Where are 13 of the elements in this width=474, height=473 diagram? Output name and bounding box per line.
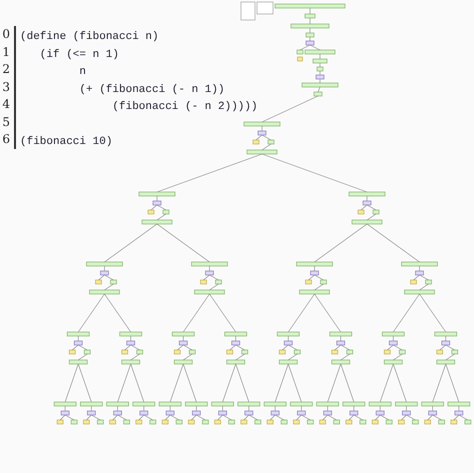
line-number: 0 [1, 27, 10, 41]
line-number: 3 [1, 80, 10, 94]
code-line: (define (fibonacci n) [20, 31, 159, 43]
line-number: 2 [1, 62, 10, 76]
line-number: 6 [1, 132, 10, 146]
code-line: (fibonacci (- n 2))))) [112, 101, 258, 113]
code-line: n [79, 66, 86, 78]
line-number: 1 [1, 44, 10, 58]
code-line: (+ (fibonacci (- n 1)) [79, 84, 225, 96]
line-number: 4 [1, 97, 10, 111]
line-number: 5 [1, 114, 10, 128]
code-line: (fibonacci 10) [20, 136, 112, 148]
code-line: (if (<= n 1) [40, 48, 120, 60]
